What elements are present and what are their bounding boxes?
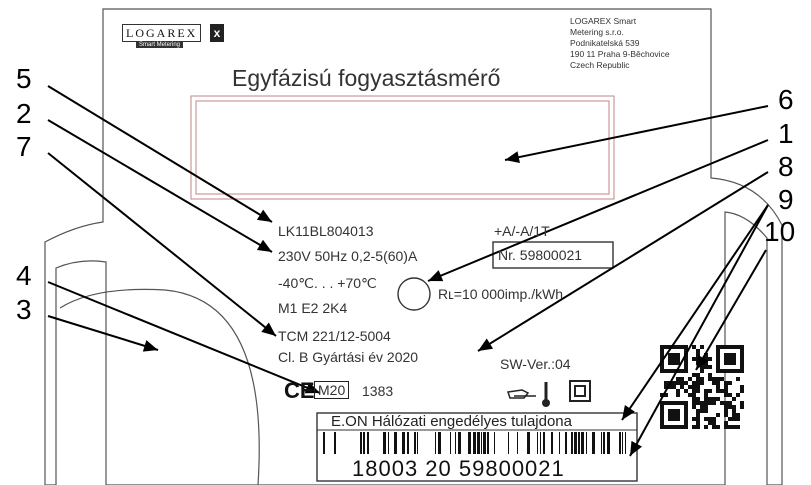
callout-arrow-6 (504, 105, 769, 164)
callout-arrow-2 (47, 119, 273, 253)
metrology-mark: M20 (314, 381, 350, 399)
manufacturer-address: LOGAREX Smart Metering s.r.o. Podnikatel… (570, 16, 670, 70)
callout-4: 4 (16, 260, 32, 291)
tcm-approval: TCM 221/12-5004 (278, 328, 391, 344)
display-window-outer (190, 95, 615, 200)
callout-2: 2 (16, 98, 32, 129)
callout-7: 7 (16, 131, 32, 162)
optical-port-arc (59, 288, 260, 485)
display-window-inner (195, 100, 610, 195)
callout-8: 8 (778, 151, 794, 182)
led-circle (397, 277, 431, 311)
callout-arrow-9b (629, 204, 769, 457)
callout-1: 1 (778, 118, 794, 149)
rating: 230V 50Hz 0,2-5(60)A (278, 248, 418, 264)
callout-9: 9 (778, 184, 794, 215)
hand-icon (507, 389, 536, 399)
callout-5: 5 (16, 63, 32, 94)
callout-arrow-4 (47, 281, 321, 394)
logo-wordmark: LOGAREX (122, 24, 202, 42)
callout-arrow-3 (47, 315, 159, 352)
software-version: SW-Ver.:04 (500, 356, 571, 372)
logarex-logo: LOGAREX x Smart Metering (122, 24, 224, 50)
logo-x-mark: x (210, 24, 224, 42)
barcode-number: 18003 20 59800021 (352, 456, 565, 481)
callout-10: 10 (764, 216, 796, 247)
ownership-text: E.ON Hálózati engedélyes tulajdona (331, 413, 572, 430)
insulation-icon (569, 380, 591, 402)
callout-arrow-5 (47, 85, 273, 223)
callout-arrow-10 (695, 249, 767, 371)
serial-number: Nr. 59800021 (498, 247, 583, 263)
impulse-constant: Rʟ=10 000imp./kWh (438, 286, 564, 302)
class-and-year: Cl. B Gyártási év 2020 (278, 349, 419, 365)
type-code: LK11BL804013 (278, 223, 374, 239)
callout-arrow-1 (427, 139, 769, 282)
energy-direction: +A/-A/1T (494, 223, 550, 239)
temperature-range: -40℃. . . +70℃ (278, 275, 377, 291)
notified-body-number: 1383 (362, 383, 394, 399)
callout-arrows (47, 85, 769, 457)
barcode (323, 432, 626, 454)
callout-arrow-8 (477, 171, 769, 352)
callout-arrow-9 (621, 204, 769, 421)
class-codes: M1 E2 2K4 (278, 300, 348, 316)
callout-6: 6 (778, 84, 794, 115)
qr-code (660, 345, 744, 429)
callout-arrow-7 (47, 152, 277, 337)
logo-subtitle: Smart Metering (136, 42, 184, 48)
meter-title: Egyfázisú fogyasztásmérő (232, 65, 501, 91)
plate-outline (44, 8, 783, 485)
callout-3: 3 (16, 294, 32, 325)
ce-mark: CE (284, 378, 315, 403)
